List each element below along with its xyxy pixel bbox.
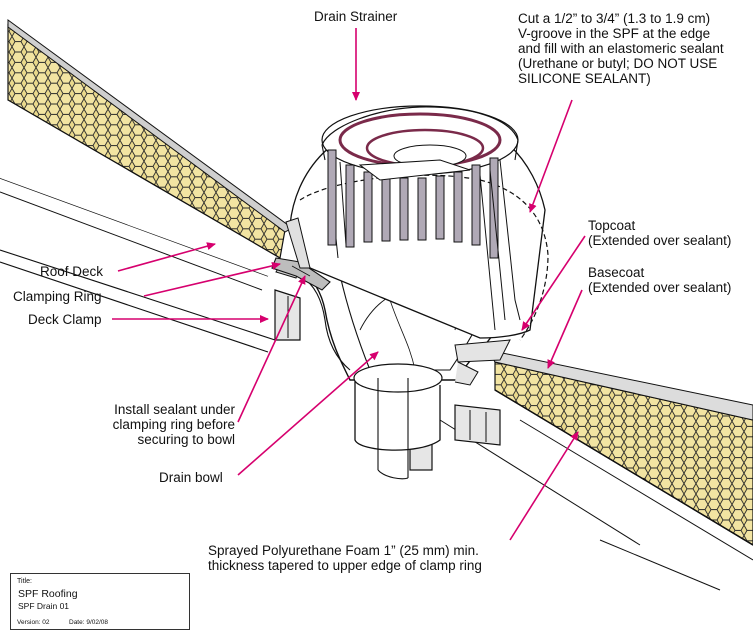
vgroove-line-4: (Urethane or butyl; DO NOT USE <box>518 56 718 71</box>
title-block-subtitle: SPF Drain 01 <box>18 601 70 611</box>
vgroove-line-1: Cut a 1/2” to 3/4” (1.3 to 1.9 cm) <box>518 11 711 26</box>
topcoat-line-2: (Extended over sealant) <box>588 233 732 248</box>
label-basecoat: Basecoat (Extended over sealant) <box>588 265 731 295</box>
title-block: Title: SPF Roofing SPF Drain 01 Version:… <box>10 573 190 630</box>
leader-spf <box>509 431 579 541</box>
vgroove-line-5: SILICONE SEALANT) <box>518 71 651 86</box>
leader-lines <box>112 28 586 541</box>
right-roof-deck <box>494 389 753 546</box>
title-block-version: Version: 02 <box>17 619 50 626</box>
topcoat-line-1: Topcoat <box>588 218 636 233</box>
label-drain-strainer: Drain Strainer <box>314 9 398 24</box>
leader-drain-bowl <box>237 351 379 476</box>
label-install-sealant: Install sealant under clamping ring befo… <box>95 402 235 447</box>
install-sealant-line-3: securing to bowl <box>137 432 235 447</box>
right-deck-clamp <box>454 404 501 446</box>
drain-strainer <box>285 105 549 341</box>
leader-topcoat <box>521 235 586 331</box>
label-spf: Sprayed Polyurethane Foam 1” (25 mm) min… <box>208 543 482 573</box>
title-block-caption: Title: <box>17 578 32 585</box>
spf-line-1: Sprayed Polyurethane Foam 1” (25 mm) min… <box>208 543 479 558</box>
install-sealant-line-1: Install sealant under <box>114 402 235 417</box>
label-roof-deck: Roof Deck <box>40 264 104 279</box>
title-block-name: SPF Roofing <box>18 588 78 600</box>
leader-clamping-ring <box>143 261 281 297</box>
sealant-v-groove-outline <box>299 174 549 341</box>
right-roof-assembly <box>439 349 753 591</box>
leader-basecoat <box>547 289 583 369</box>
left-roof-assembly <box>0 19 293 353</box>
vgroove-line-3: and fill with an elastomeric sealant <box>518 41 724 56</box>
label-deck-clamp: Deck Clamp <box>28 312 102 327</box>
label-vgroove-note: Cut a 1/2” to 3/4” (1.3 to 1.9 cm) V-gro… <box>518 11 724 86</box>
vgroove-line-2: V-groove in the SPF at the edge <box>518 26 711 41</box>
leader-roof-deck <box>117 242 216 272</box>
install-sealant-line-2: clamping ring before <box>112 417 235 432</box>
basecoat-line-2: (Extended over sealant) <box>588 280 732 295</box>
leader-vgroove <box>529 99 573 213</box>
basecoat-line-1: Basecoat <box>588 265 645 280</box>
drain-outlet-pipe <box>354 375 441 451</box>
label-clamping-ring: Clamping Ring <box>13 289 102 304</box>
title-block-date: Date: 9/02/08 <box>69 619 109 626</box>
strainer-bars <box>327 149 521 331</box>
label-drain-bowl: Drain bowl <box>159 470 223 485</box>
spf-line-2: thickness tapered to upper edge of clamp… <box>208 558 482 573</box>
left-coating <box>7 19 293 233</box>
label-topcoat: Topcoat (Extended over sealant) <box>588 218 731 248</box>
leader-install-sealant <box>237 275 306 423</box>
